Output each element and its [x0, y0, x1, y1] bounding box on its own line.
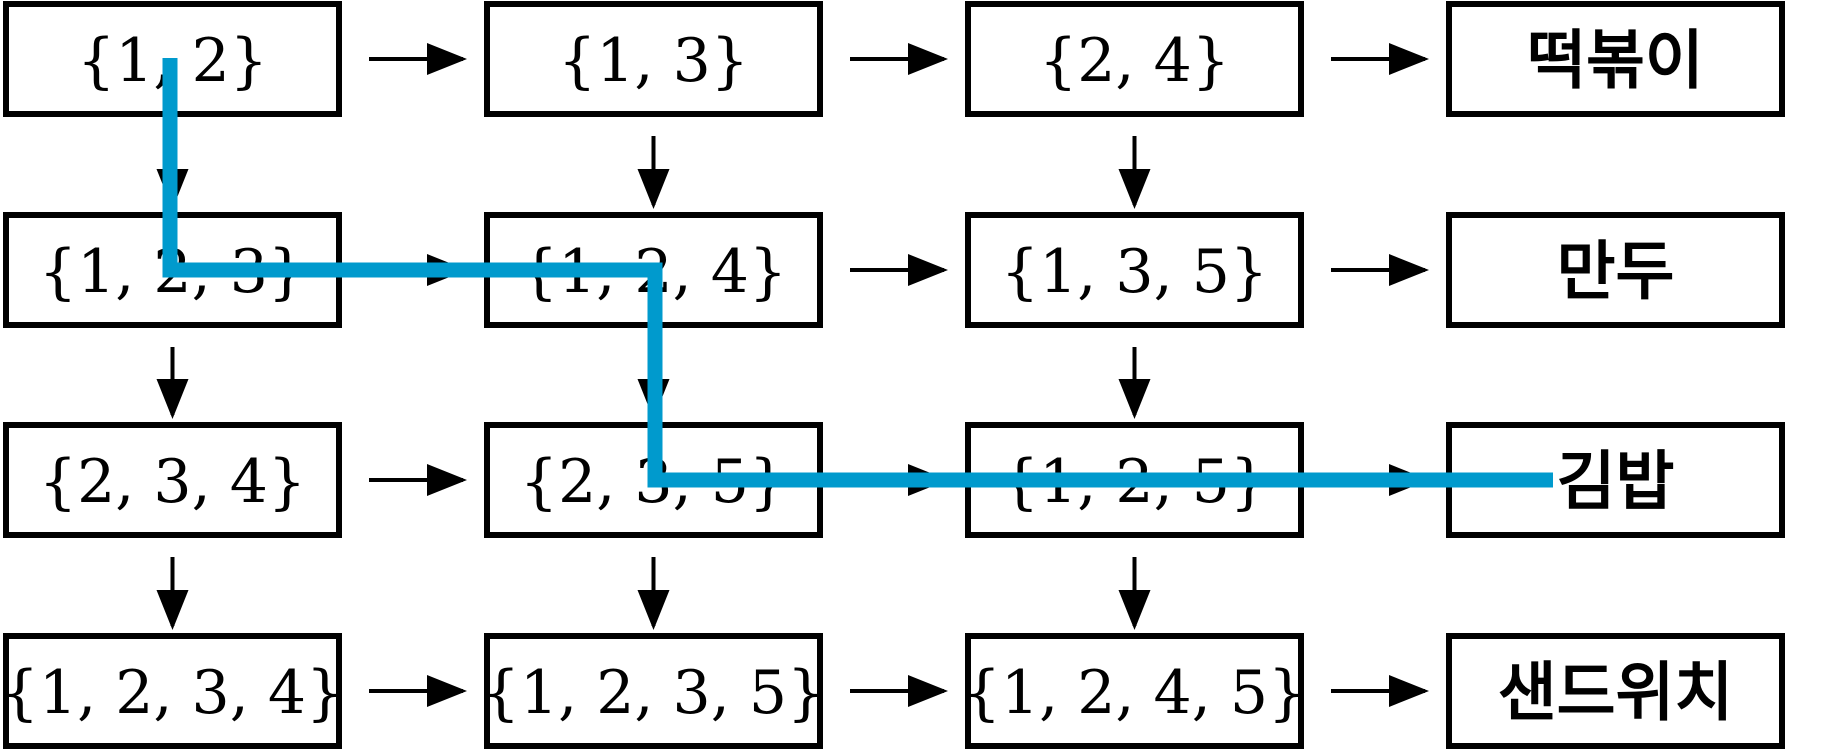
node-box — [484, 633, 823, 749]
highlight-path-layer — [162, 58, 1553, 488]
set-label: {2, 3, 4} — [39, 447, 306, 517]
node-n13: 만두 — [1446, 212, 1785, 328]
node-n33: 샌드위치 — [1446, 633, 1785, 749]
set-label: {1, 2, 4, 5} — [963, 658, 1306, 728]
food-label: 만두 — [1557, 235, 1675, 310]
node-box — [1446, 633, 1785, 749]
food-label: 떡볶이 — [1527, 24, 1704, 99]
node-n03: 떡볶이 — [1446, 1, 1785, 117]
food-label: 김밥 — [1557, 445, 1675, 520]
node-n01: {1, 3} — [484, 1, 823, 117]
node-box — [1446, 1, 1785, 117]
node-box — [965, 1, 1304, 117]
node-n31: {1, 2, 3, 5} — [482, 633, 825, 749]
node-n20: {2, 3, 4} — [3, 422, 342, 538]
edges-layer — [156, 43, 1429, 707]
node-box — [965, 212, 1304, 328]
set-label: {1, 3} — [558, 26, 749, 96]
node-box — [3, 422, 342, 538]
node-n02: {2, 4} — [965, 1, 1304, 117]
node-box — [965, 633, 1304, 749]
nodes-layer: {1, 2}{1, 3}{2, 4}떡볶이{1, 2, 3}{1, 2, 4}{… — [1, 1, 1785, 749]
food-label: 샌드위치 — [1498, 656, 1734, 731]
node-n32: {1, 2, 4, 5} — [963, 633, 1306, 749]
set-label: {1, 3, 5} — [1001, 237, 1268, 307]
set-label: {2, 4} — [1039, 26, 1230, 96]
node-n12: {1, 3, 5} — [965, 212, 1304, 328]
node-n30: {1, 2, 3, 4} — [1, 633, 344, 749]
highlight-path-line — [162, 58, 1553, 488]
node-box — [1446, 212, 1785, 328]
node-box — [3, 633, 342, 749]
node-box — [484, 1, 823, 117]
set-label: {1, 2, 3, 4} — [1, 658, 344, 728]
set-label: {1, 2, 3, 5} — [482, 658, 825, 728]
